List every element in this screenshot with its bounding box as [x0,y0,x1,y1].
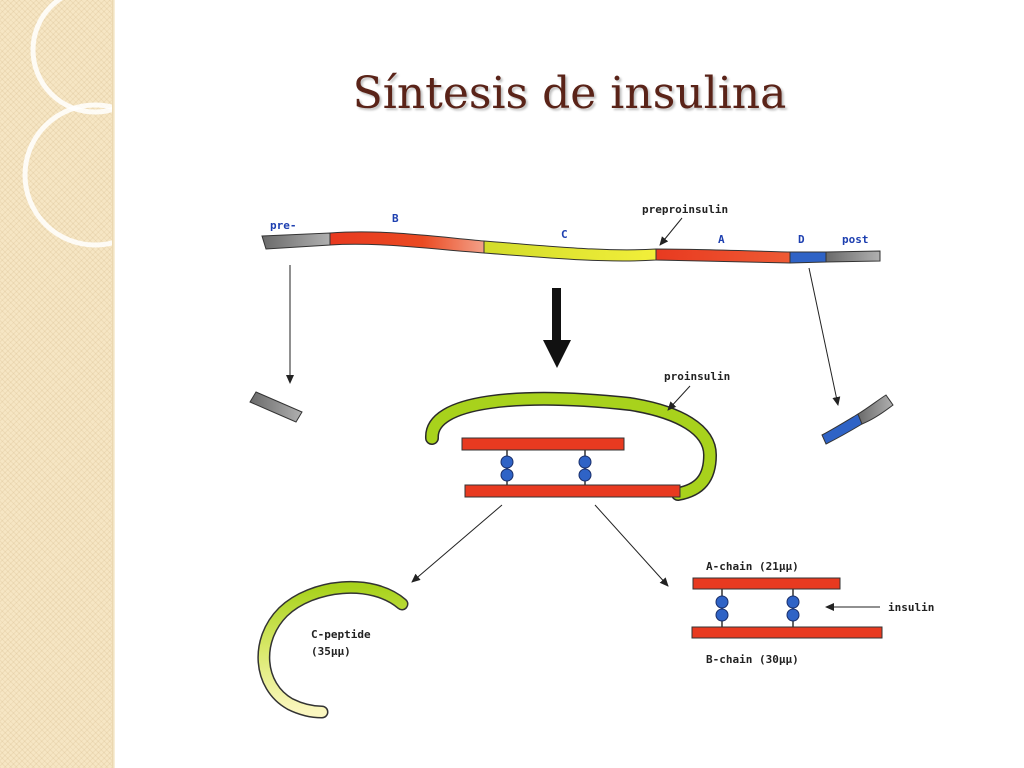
disulfide-atom [786,608,800,622]
slide-title: Síntesis de insulina [352,68,787,119]
label-proinsulin: proinsulin [664,370,730,383]
segment-c [483,240,657,262]
decorative-sidebar [0,0,112,768]
label-post: post [842,233,869,246]
arrow-proinsulin-label [667,385,691,411]
proinsulin-loop [426,393,716,500]
disulfide-atom [715,608,729,622]
label-b: B [392,212,399,225]
disulfide-atom [715,595,729,609]
proinsulin-disulfide-bonds [500,450,592,485]
proinsulin-b-chain [464,484,681,498]
sidebar-edge [112,0,115,768]
disulfide-atom [786,595,800,609]
label-a: A [718,233,725,246]
arrow-preproinsulin-label [659,217,683,246]
cleaved-post-piece [857,394,894,425]
disulfide-atom [578,455,592,469]
sidebar-circle-middle [22,102,112,248]
segment-d [789,251,827,264]
arrow-post-cleave [808,267,841,406]
segment-post [825,250,881,263]
c-peptide [259,582,407,717]
disulfide-atom [500,455,514,469]
label-c-peptide-length: (35μμ) [311,645,351,658]
cleaved-d-piece [821,413,863,445]
label-b-chain: B-chain (30μμ) [706,653,799,666]
arrow-to-c-peptide [411,504,503,583]
big-arrow-shaft [552,288,561,344]
segment-a [655,248,791,264]
insulin-a-chain [692,577,841,590]
disulfide-atom [578,468,592,482]
preproinsulin-strand [261,231,881,264]
label-d: D [798,233,805,246]
big-arrow-head [543,340,571,368]
disulfide-atom [500,468,514,482]
segment-pre [261,232,331,250]
arrow-to-insulin [594,504,669,587]
label-c-peptide: C-peptide [311,628,371,641]
insulin-disulfide-bonds [715,589,800,627]
sidebar-circles [22,0,112,248]
label-preproinsulin: preproinsulin [642,203,728,216]
proinsulin-a-chain [461,437,625,451]
insulin-b-chain [691,626,883,639]
segment-b [329,231,485,254]
label-insulin: insulin [888,601,934,614]
cleaved-pre-piece [249,391,303,423]
label-c: C [561,228,568,241]
sidebar-circle-top [30,0,112,115]
label-pre: pre- [270,219,297,232]
label-a-chain: A-chain (21μμ) [706,560,799,573]
